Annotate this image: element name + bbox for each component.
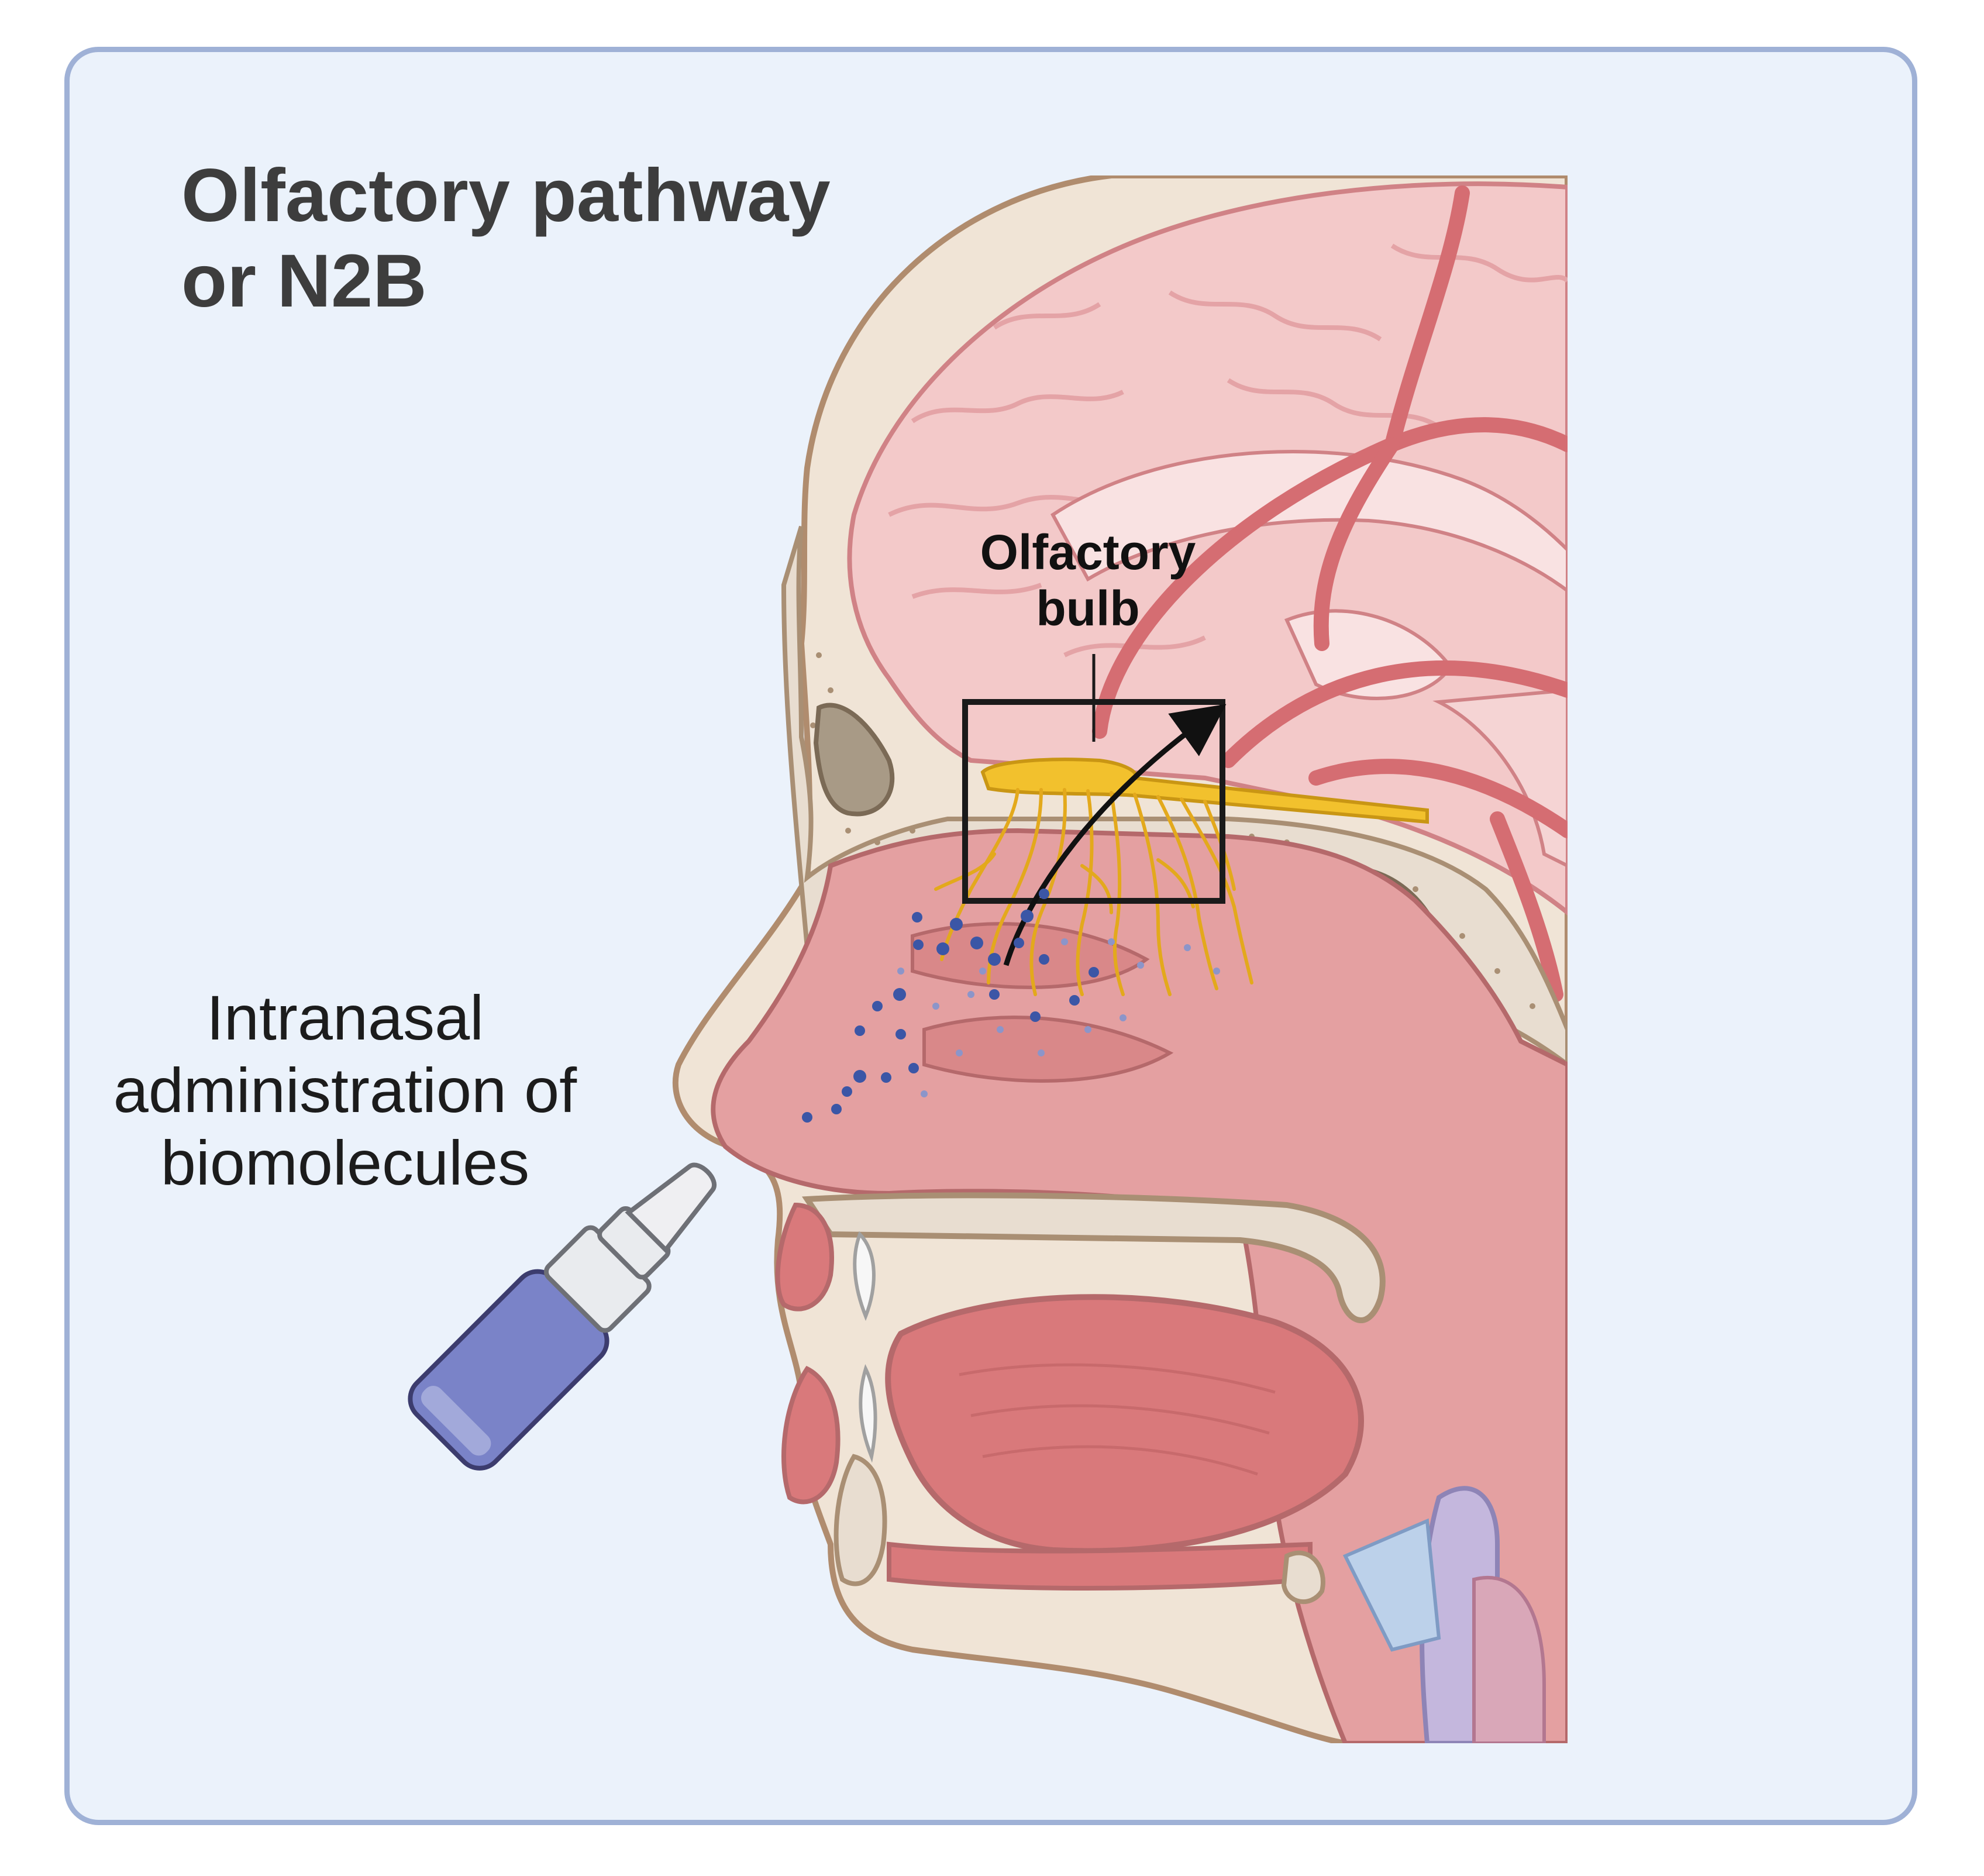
olfactory-bulb-label-line-1: Olfactory — [980, 525, 1196, 580]
biomolecule-dots-small — [897, 938, 1220, 1097]
intranasal-label-line-2: administration of — [113, 1055, 577, 1125]
figure-title-line-1: Olfactory pathway — [181, 154, 831, 237]
hyoid-bone — [1281, 1550, 1325, 1604]
nasal-spray-bottle — [408, 1162, 717, 1471]
lower-lip — [781, 1365, 841, 1505]
upper-tooth — [853, 1231, 876, 1321]
tongue — [885, 1294, 1364, 1554]
olfactory-bulb-label-line-2: bulb — [1036, 581, 1140, 636]
figure-title-line-2: or N2B — [181, 239, 427, 323]
biomolecule-dots — [802, 889, 1099, 1123]
olfactory-bulb-region — [934, 654, 1429, 996]
intranasal-label-line-1: Intranasal — [206, 982, 484, 1053]
hard-palate — [801, 1192, 1386, 1323]
upper-lip — [775, 1202, 834, 1312]
intranasal-label-line-3: biomolecules — [160, 1127, 530, 1198]
frontal-sinus — [813, 703, 895, 817]
mandible — [833, 1454, 887, 1586]
olfactory-nerve-fibers — [934, 788, 1253, 996]
olfactory-bulb-label: Olfactory bulb — [912, 524, 1263, 636]
brain-vessels-icon — [1092, 185, 1568, 1002]
intranasal-administration-label: Intranasal administration of biomolecule… — [58, 982, 632, 1199]
figure-title: Olfactory pathway or N2B — [181, 153, 942, 324]
lower-tooth — [859, 1364, 877, 1463]
pathway-arrow — [1003, 704, 1227, 966]
olfactory-bulb — [980, 758, 1429, 824]
